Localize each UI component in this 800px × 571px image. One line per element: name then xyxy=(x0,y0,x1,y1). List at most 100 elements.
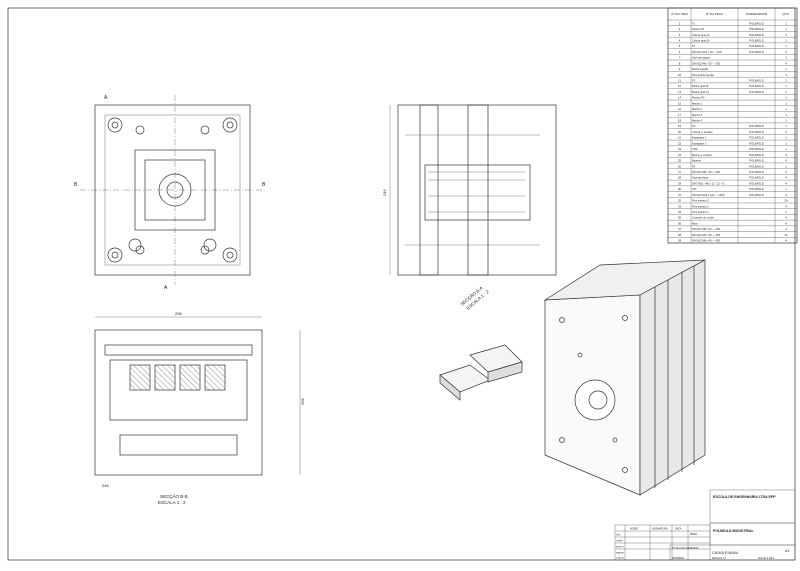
bom-cell: 1 xyxy=(785,96,787,100)
bom-cell: 1 xyxy=(785,147,787,151)
bom-cell: Postiço P1 xyxy=(692,27,705,31)
bom-cell: Postiço P2 xyxy=(692,96,705,100)
bom-cell: 28 xyxy=(678,176,682,180)
bom-cell: 11 xyxy=(678,78,681,82)
bom-cell: 7 xyxy=(679,56,681,60)
bom-cell: Suporte placa xyxy=(692,176,709,180)
bom-cell: 1 xyxy=(679,21,681,25)
bom-cell: 1 xyxy=(785,84,787,88)
bom-cell: 1 xyxy=(785,107,787,111)
bom-cell: Macho 3 xyxy=(692,113,703,117)
dim-width-top: 296 xyxy=(175,311,182,316)
bom-cell: POLIMOLD xyxy=(749,159,763,163)
bom-cell: 4 xyxy=(785,170,787,174)
bom-cell: POLIMOLD xyxy=(749,130,763,134)
bom-cell: Pino bucha injeção xyxy=(692,73,714,77)
bom-cell: 29 xyxy=(678,181,682,185)
bom-header: QTD. xyxy=(782,12,789,16)
role-des: DES. xyxy=(616,535,621,537)
bom-cell: 4 xyxy=(785,176,787,180)
bom-cell: POLIMOLD xyxy=(749,90,763,94)
col-name: NOME xyxy=(630,528,638,531)
bom-cell: Mola xyxy=(692,221,698,225)
bom-cell: DIN 912 M6 x 30 --- 30S xyxy=(692,233,720,237)
bom-cell: 4 xyxy=(785,216,787,220)
cut-label-b-left: B xyxy=(74,182,78,188)
bom-cell: 2 xyxy=(679,27,681,31)
bom-cell: 4 xyxy=(785,61,787,65)
bom-cell: 1 xyxy=(785,27,787,31)
sheet-size: A1 xyxy=(785,549,789,553)
bom-cell: Anel centragem xyxy=(692,56,710,60)
bom-cell: 6 xyxy=(679,50,681,54)
bom-cell: Pino extrator 2 xyxy=(692,204,709,208)
bom-cell: POLIMOLD xyxy=(749,50,763,54)
bom-cell: 34 xyxy=(678,210,682,214)
bom-cell: CPE xyxy=(692,147,698,151)
bom-cell: DIN 912 M8 x 20 --- 20S xyxy=(692,227,720,231)
bom-cell: POLIMOLD xyxy=(749,38,763,42)
bom-header: FORNECEDOR xyxy=(746,12,768,16)
bom-cell: Batente xyxy=(692,159,701,163)
bom-cell: 4 xyxy=(785,239,787,243)
bom-cell: DIN 912 M12 x 40 --- 40S xyxy=(692,50,722,54)
bom-cell: 39 xyxy=(678,239,682,243)
bom-cell: 1 xyxy=(785,136,787,140)
bom-cell: 4 xyxy=(679,38,681,42)
bom-cell: F1 xyxy=(692,21,696,25)
weight-label: PESO xyxy=(690,533,697,536)
bom-cell: 1 xyxy=(785,78,787,82)
role-manuf: MANUF. xyxy=(616,552,625,555)
bom-cell: 4 xyxy=(785,181,787,185)
company-name: ESCOLA DE ENGENHARIA LTDA EPP xyxy=(713,495,776,499)
role-qualid: QUALID. xyxy=(616,557,625,560)
bom-cell: 31 xyxy=(678,193,682,197)
drawing-title: CAIXA P/ANAI xyxy=(712,550,738,555)
bom-cell: Coluna guia 22 xyxy=(692,33,710,37)
bom-cell: 20 xyxy=(678,130,682,134)
bom-cell: 23 xyxy=(678,147,682,151)
bom-cell: 1 xyxy=(785,33,787,37)
dim-depth: 246 xyxy=(382,189,387,196)
bom-cell: 1 xyxy=(785,21,787,25)
bom-cell: 21 xyxy=(678,136,682,140)
bom-cell: 15 xyxy=(678,101,682,105)
sheet-border xyxy=(7,7,796,561)
bom-cell: 32 xyxy=(678,199,682,203)
bom-cell: 18 xyxy=(678,119,682,123)
bom-cell: POLIMOLD xyxy=(749,141,763,145)
bom-cell: F2 xyxy=(692,44,696,48)
bom-cell: Bucha injeção xyxy=(692,67,709,71)
bom-cell: 1 xyxy=(785,73,787,77)
bom-cell: 1 xyxy=(785,210,787,214)
section-bb-title: SECÇÃO B-B xyxy=(160,493,188,499)
bom-cell: DIN 7991 - M6 x 12 - 12 - N xyxy=(692,181,724,185)
bom-cell: 13 xyxy=(678,90,682,94)
cut-label-b-right: B xyxy=(262,182,266,188)
bom-cell: 4 xyxy=(785,227,787,231)
drawing-title-label: TÍTULO DO DESENHO xyxy=(672,547,698,550)
bom-cell: 1 xyxy=(785,67,787,71)
bom-cell: POLIMOLD xyxy=(749,27,763,31)
bom-cell: 4 xyxy=(785,50,787,54)
bom-cell: 24 xyxy=(784,199,788,203)
bom-cell: 4 xyxy=(785,159,787,163)
bom-cell: 1 xyxy=(785,113,787,117)
bom-cell: 33 xyxy=(678,204,682,208)
bom-cell: 26 xyxy=(678,164,682,168)
bom-cell: 24 xyxy=(678,153,682,157)
bom-cell: 16 xyxy=(784,233,788,237)
bom-cell: F3 xyxy=(692,78,696,82)
bom-cell: Conexão do molde xyxy=(692,216,714,220)
bom-cell: Pino extrator 1 xyxy=(692,210,709,214)
bom-cell: Bucha guia 22 xyxy=(692,84,709,88)
bom-cell: 30 xyxy=(678,187,682,191)
bom-frame xyxy=(667,7,798,244)
exploded-insert xyxy=(439,344,523,401)
bom-cell: 9 xyxy=(679,67,681,71)
section-bb-scale: ESCALA 1 : 2 xyxy=(158,500,186,505)
bom-cell: 5 xyxy=(679,44,681,48)
bom-cell: POLIMOLD xyxy=(749,84,763,88)
bom-cell: 1 xyxy=(785,101,787,105)
